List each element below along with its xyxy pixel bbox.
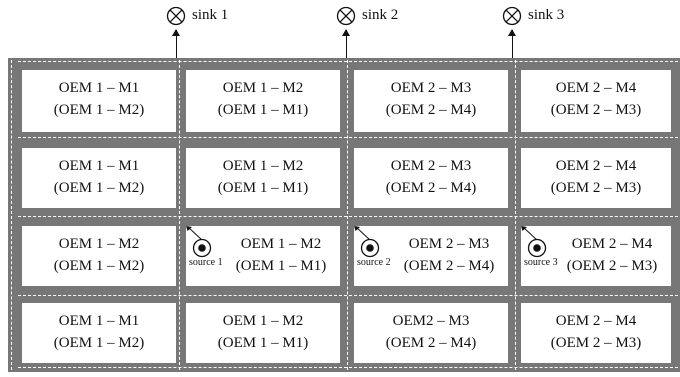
machine-cell: OEM 2 – M3 (OEM 2 – M4): [354, 70, 508, 132]
machine-alt-label: (OEM 2 – M3): [550, 102, 642, 118]
machine-cell: OEM 1 – M1 (OEM 1 – M2): [22, 70, 176, 132]
sink-1-arrow: [172, 29, 180, 58]
machine-label: OEM 2 – M3: [390, 158, 472, 174]
aisle-horizontal: [18, 216, 678, 217]
machine-cell-with-source: source 1 OEM 1 – M2 (OEM 1 – M1): [186, 226, 340, 286]
machine-cell: OEM 2 – M3 (OEM 2 – M4): [354, 148, 508, 208]
machine-alt-label: (OEM 1 – M1): [235, 258, 327, 274]
machine-alt-label: (OEM 2 – M4): [385, 335, 477, 351]
machine-cell: OEM 1 – M2 (OEM 1 – M1): [186, 70, 340, 132]
machine-alt-label: (OEM 2 – M4): [385, 180, 477, 196]
machine-label: OEM2 – M3: [392, 313, 470, 329]
source-label: source 2: [357, 257, 391, 268]
machine-label: OEM 1 – M2: [222, 80, 304, 96]
machine-label: OEM 2 – M3: [408, 236, 490, 252]
sink-label: sink 2: [362, 7, 399, 23]
machine-alt-label: (OEM 2 – M3): [550, 180, 642, 196]
aisle-vertical: [515, 60, 516, 370]
machine-cell: OEM2 – M3 (OEM 2 – M4): [354, 303, 508, 363]
aisle-horizontal: [18, 367, 678, 368]
machine-cell-with-source: source 3 OEM 2 – M4 (OEM 2 – M3): [521, 226, 671, 286]
aisle-horizontal: [18, 137, 678, 138]
machine-alt-label: (OEM 1 – M2): [53, 102, 145, 118]
machine-label: OEM 1 – M1: [58, 158, 140, 174]
sink-label: sink 1: [192, 7, 229, 23]
machine-alt-label: (OEM 1 – M1): [217, 335, 309, 351]
machine-cell: OEM 1 – M1 (OEM 1 – M2): [22, 303, 176, 363]
machine-alt-label: (OEM 2 – M3): [550, 335, 642, 351]
source-label: source 3: [524, 257, 558, 268]
machine-alt-label: (OEM 2 – M4): [403, 258, 495, 274]
sink-label: sink 3: [528, 7, 565, 23]
machine-cell: OEM 2 – M4 (OEM 2 – M3): [521, 303, 671, 363]
machine-label: OEM 1 – M1: [58, 80, 140, 96]
source-label: source 1: [189, 257, 223, 268]
machine-alt-label: (OEM 1 – M1): [217, 102, 309, 118]
machine-cell: OEM 2 – M4 (OEM 2 – M3): [521, 70, 671, 132]
machine-label: OEM 2 – M4: [555, 80, 637, 96]
aisle-horizontal: [18, 61, 678, 62]
sink-2-arrow: [342, 29, 350, 58]
source-icon: [192, 238, 212, 258]
machine-label: OEM 2 – M3: [390, 80, 472, 96]
sink-icon: [502, 6, 522, 26]
source-2-arrow: [354, 226, 371, 241]
machine-alt-label: (OEM 1 – M2): [53, 335, 145, 351]
sink-icon: [336, 6, 356, 26]
machine-label: OEM 1 – M2: [58, 236, 140, 252]
source-1-arrow: [186, 226, 203, 241]
sink-3-arrow: [508, 29, 516, 58]
machine-cell: OEM 2 – M4 (OEM 2 – M3): [521, 148, 671, 208]
machine-label: OEM 2 – M4: [571, 236, 653, 252]
machine-label: OEM 2 – M4: [555, 158, 637, 174]
machine-alt-label: (OEM 1 – M2): [53, 258, 145, 274]
machine-label: OEM 2 – M4: [555, 313, 637, 329]
machine-label: OEM 1 – M2: [222, 158, 304, 174]
machine-alt-label: (OEM 2 – M3): [566, 258, 658, 274]
machine-cell: OEM 1 – M2 (OEM 1 – M1): [186, 148, 340, 208]
machine-label: OEM 1 – M2: [240, 236, 322, 252]
machine-cell: OEM 1 – M2 (OEM 1 – M1): [186, 303, 340, 363]
machine-cell: OEM 1 – M2 (OEM 1 – M2): [22, 226, 176, 286]
aisle-vertical: [11, 60, 12, 370]
source-icon: [527, 238, 547, 258]
source-icon: [360, 238, 380, 258]
aisle-horizontal: [18, 295, 678, 296]
machine-label: OEM 1 – M2: [222, 313, 304, 329]
machine-cell: OEM 1 – M1 (OEM 1 – M2): [22, 148, 176, 208]
machine-alt-label: (OEM 2 – M4): [385, 102, 477, 118]
machine-alt-label: (OEM 1 – M2): [53, 180, 145, 196]
aisle-vertical: [179, 60, 180, 370]
sink-icon: [166, 6, 186, 26]
aisle-vertical: [347, 60, 348, 370]
machine-alt-label: (OEM 1 – M1): [217, 180, 309, 196]
source-3-arrow: [521, 226, 538, 241]
machine-cell-with-source: source 2 OEM 2 – M3 (OEM 2 – M4): [354, 226, 508, 286]
machine-label: OEM 1 – M1: [58, 313, 140, 329]
